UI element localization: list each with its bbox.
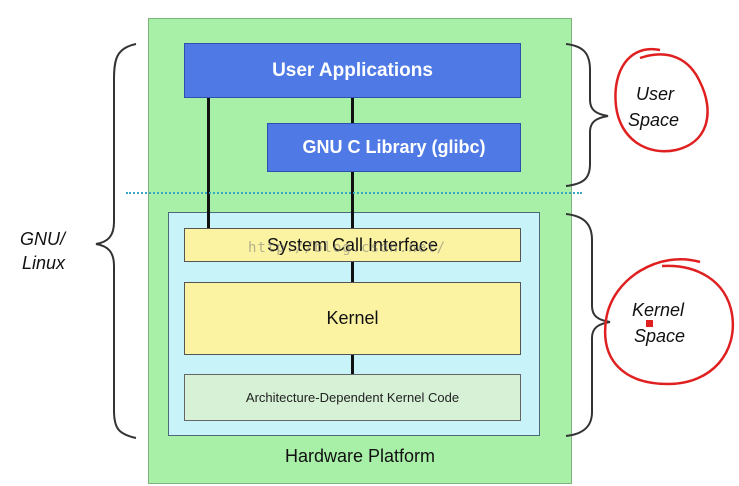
watermark-text: http://blog.csdn.net/ bbox=[248, 240, 447, 256]
user-kernel-separator bbox=[126, 192, 582, 194]
user-space-red-circle bbox=[614, 47, 709, 153]
arch-kernel-code-label: Architecture-Dependent Kernel Code bbox=[245, 390, 460, 405]
kernel-space-label: Space bbox=[634, 326, 686, 346]
gnu-label: GNU/ bbox=[20, 229, 65, 249]
user-applications-box: User Applications bbox=[184, 43, 521, 98]
user-label: User bbox=[636, 84, 675, 104]
kernel-annotation-label: Kernel bbox=[632, 300, 685, 320]
connector-glibc-to-syscall bbox=[351, 172, 354, 228]
glibc-label: GNU C Library (glibc) bbox=[302, 137, 486, 157]
kernel-box: Kernel bbox=[184, 282, 521, 355]
red-marker bbox=[646, 320, 653, 327]
user-space-brace bbox=[565, 43, 609, 187]
glibc-box: GNU C Library (glibc) bbox=[267, 123, 521, 172]
kernel-space-red-circle bbox=[603, 257, 735, 386]
arch-kernel-code-box: Architecture-Dependent Kernel Code bbox=[184, 374, 521, 421]
connector-kernel-to-arch bbox=[351, 355, 354, 374]
system-call-interface-label: System Call Interface bbox=[266, 234, 439, 255]
connector-apps-to-syscall bbox=[207, 98, 210, 228]
hardware-platform-label: Hardware Platform bbox=[284, 446, 436, 466]
connector-apps-to-glibc bbox=[351, 98, 354, 123]
system-call-interface-box: System Call Interface bbox=[184, 228, 521, 262]
kernel-space-brace bbox=[565, 213, 611, 437]
user-space-label: Space bbox=[628, 110, 680, 130]
linux-label: Linux bbox=[22, 253, 66, 273]
user-applications-label: User Applications bbox=[272, 59, 433, 81]
kernel-label: Kernel bbox=[326, 308, 379, 328]
connector-syscall-to-kernel bbox=[351, 262, 354, 282]
gnu-linux-brace bbox=[95, 43, 137, 439]
